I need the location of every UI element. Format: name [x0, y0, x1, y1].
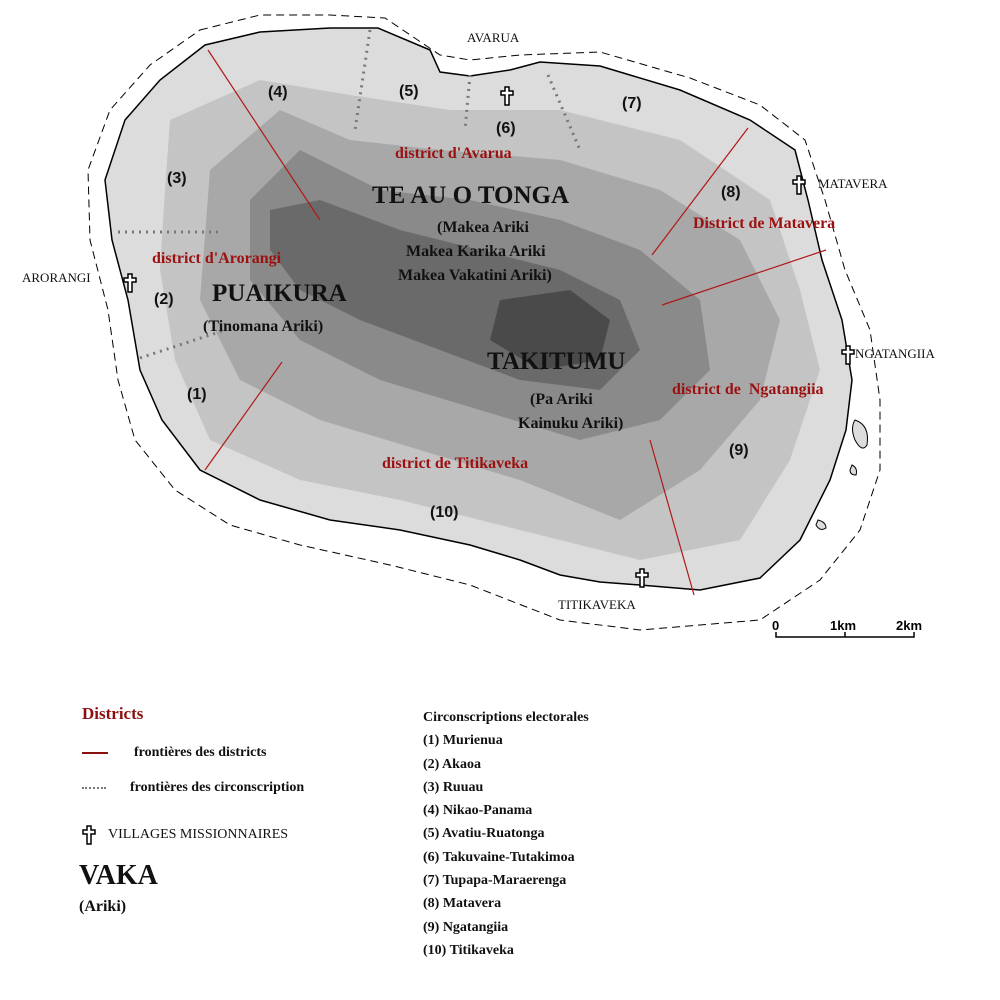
district-label: district d'Arorangi — [152, 250, 282, 267]
vaka-puaikura: PUAIKURA — [212, 280, 347, 307]
circ-number: (8) — [721, 184, 741, 201]
circ-item: (9) Ngatangiia — [423, 919, 509, 935]
legend-vaka: VAKA — [79, 860, 158, 891]
map: AVARUA MATAVERA NGATANGIIA ARORANGI TITI… — [22, 14, 935, 638]
circ-item: (7) Tupapa-Maraerenga — [423, 873, 567, 889]
vaka-te-au-o-tonga: TE AU O TONGA — [372, 182, 569, 209]
ariki-label: Makea Karika Ariki — [406, 243, 546, 260]
circ-number: (7) — [622, 95, 642, 112]
place-avarua: AVARUA — [467, 30, 520, 45]
district-label: district de Ngatangiia — [672, 381, 824, 398]
circ-item: (6) Takuvaine-Tutakimoa — [423, 849, 575, 865]
cross-icon — [82, 825, 96, 845]
circonscription-borders — [118, 29, 582, 360]
district-label: District de Matavera — [693, 215, 835, 232]
place-ngatangiia: NGATANGIIA — [855, 346, 935, 361]
ariki-label: (Tinomana Ariki) — [203, 318, 323, 335]
scale-label: 1km — [830, 618, 856, 633]
legend-district-border: frontières des districts — [82, 745, 266, 761]
circ-item: (10) Titikaveka — [423, 942, 514, 958]
circ-number: (5) — [399, 83, 419, 100]
legend-circ-border: frontières des circonscription — [82, 780, 304, 796]
ariki-label: (Pa Ariki — [530, 391, 593, 408]
district-borders — [204, 49, 827, 596]
legend-label: frontières des districts — [134, 745, 267, 760]
scale-bar: 0 1km 2km — [772, 618, 922, 638]
circ-item: (1) Murienua — [423, 733, 503, 749]
circ-number: (2) — [154, 291, 174, 308]
legend-title: Districts — [82, 704, 144, 723]
circ-number: (6) — [496, 120, 516, 137]
ariki-label: Makea Vakatini Ariki) — [398, 267, 552, 284]
circ-number: (3) — [167, 170, 187, 187]
legend-villages: VILLAGES MISSIONNAIRES — [82, 824, 288, 846]
circ-title: Circonscriptions electorales — [423, 710, 589, 725]
ariki-label: (Makea Ariki — [437, 219, 530, 236]
red-line-swatch — [82, 752, 108, 754]
district-label: district d'Avarua — [395, 145, 512, 162]
circ-item: (5) Avatiu-Ruatonga — [423, 826, 545, 842]
circ-item: (8) Matavera — [423, 896, 502, 912]
reef-outline — [87, 14, 881, 631]
dotted-line-swatch — [82, 787, 106, 789]
place-arorangi: ARORANGI — [22, 270, 91, 285]
circonscriptions-list: Circonscriptions electorales (1) Murienu… — [423, 706, 589, 962]
place-titikaveka: TITIKAVEKA — [558, 597, 636, 612]
scale-label: 0 — [772, 618, 779, 633]
circ-item: (4) Nikao-Panama — [423, 803, 533, 819]
circ-item: (2) Akaoa — [423, 756, 481, 772]
circ-number: (9) — [729, 442, 749, 459]
scale-label: 2km — [896, 618, 922, 633]
legend-label: frontières des circonscription — [130, 780, 305, 795]
circ-number: (1) — [187, 386, 207, 403]
place-matavera: MATAVERA — [818, 176, 888, 191]
circ-number: (10) — [430, 504, 458, 521]
vaka-takitumu: TAKITUMU — [487, 348, 625, 375]
legend-ariki: (Ariki) — [79, 898, 127, 915]
legend-label: VILLAGES MISSIONNAIRES — [108, 827, 289, 842]
circ-item: (3) Ruuau — [423, 779, 484, 795]
ariki-label: Kainuku Ariki) — [518, 415, 623, 432]
circ-number: (4) — [268, 84, 288, 101]
district-label: district de Titikaveka — [382, 455, 528, 472]
